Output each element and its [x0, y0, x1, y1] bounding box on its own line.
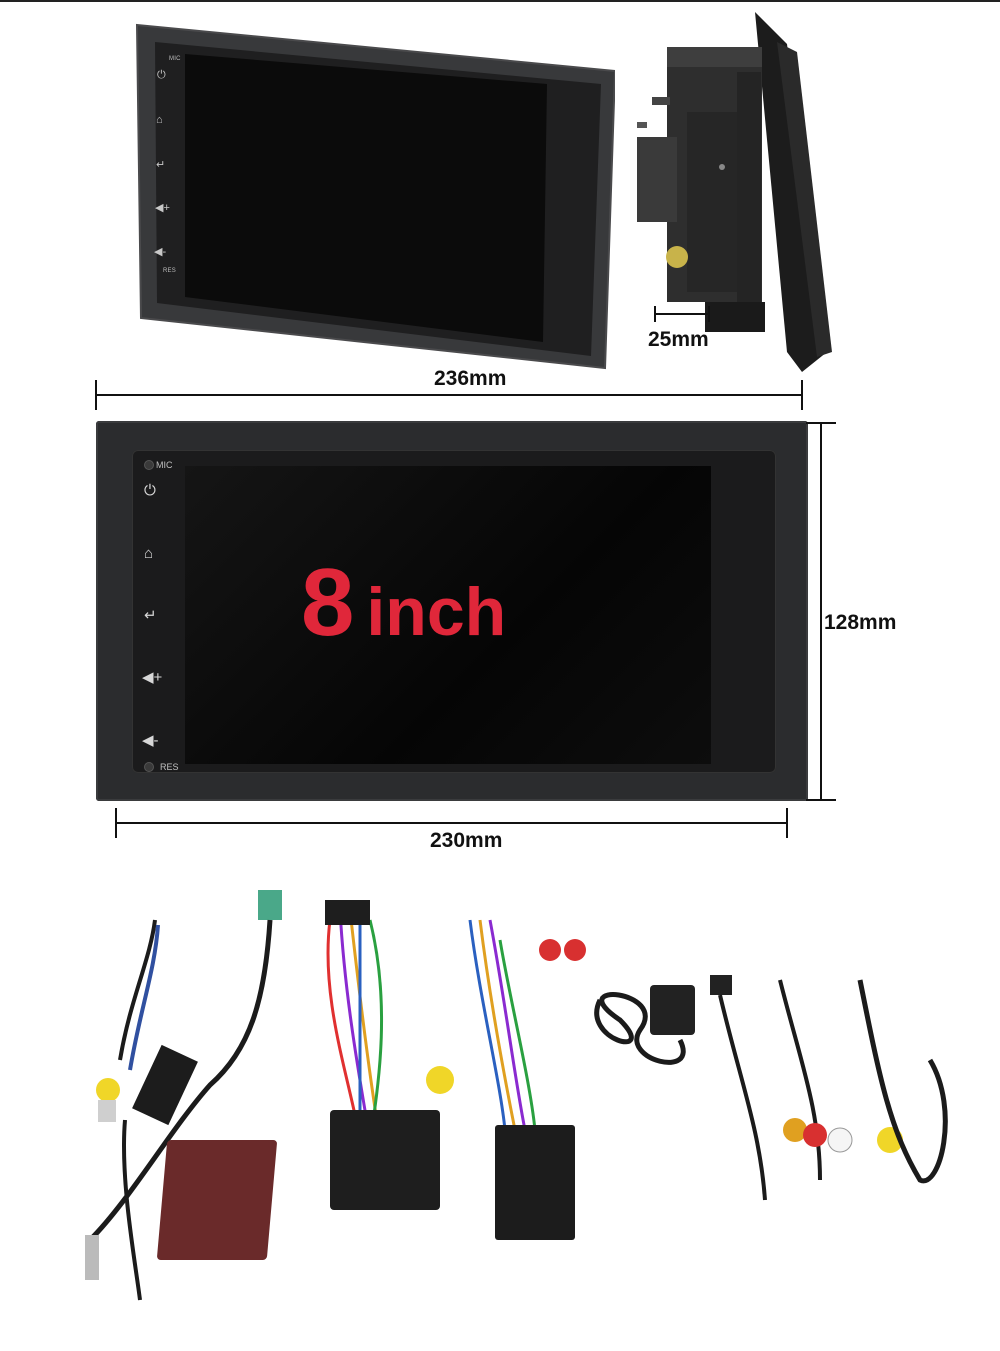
back-icon: ↵	[156, 159, 166, 171]
angled-mic-label: MIC	[169, 56, 181, 62]
angled-unit-drawing	[135, 23, 615, 370]
rca-camera-cable-left	[118, 919, 160, 1071]
volume-up-icon: ◀+	[142, 669, 163, 686]
volume-down-icon: ◀-	[142, 732, 159, 749]
power-icon: ⏻	[144, 482, 156, 499]
screen-width-label: 230mm	[430, 829, 503, 852]
mic-hole	[144, 460, 154, 470]
front-mic-label: MIC	[156, 460, 173, 470]
volume-up-icon: ◀+	[155, 202, 170, 214]
side-profile-drawing	[637, 12, 832, 372]
reset-hole	[144, 762, 154, 772]
accessories-drawing	[85, 890, 948, 1301]
front-res-label: RES	[160, 762, 179, 772]
depth-line	[654, 313, 710, 315]
side-profile-view	[627, 12, 837, 377]
accessories-photo	[60, 880, 980, 1320]
angled-res-label: RES	[163, 268, 176, 274]
home-icon: ⌂	[144, 545, 154, 562]
angled-front-view: MIC ⏻ ⌂ ↵ ◀+ ◀- RES	[135, 22, 615, 372]
screen-size-number: 8	[301, 549, 354, 656]
height-label: 128mm	[824, 611, 897, 634]
height-line	[820, 422, 822, 801]
power-icon: ⏻	[157, 69, 166, 81]
back-icon: ↵	[144, 607, 157, 624]
screen-width-line	[115, 822, 788, 824]
depth-label: 25mm	[648, 328, 709, 351]
frame-width-line	[95, 394, 803, 396]
home-icon: ⌂	[156, 114, 163, 126]
volume-down-icon: ◀-	[154, 246, 167, 258]
top-border-line	[0, 0, 1000, 2]
screen-size-unit: inch	[366, 574, 507, 650]
frame-width-label: 236mm	[434, 367, 507, 390]
